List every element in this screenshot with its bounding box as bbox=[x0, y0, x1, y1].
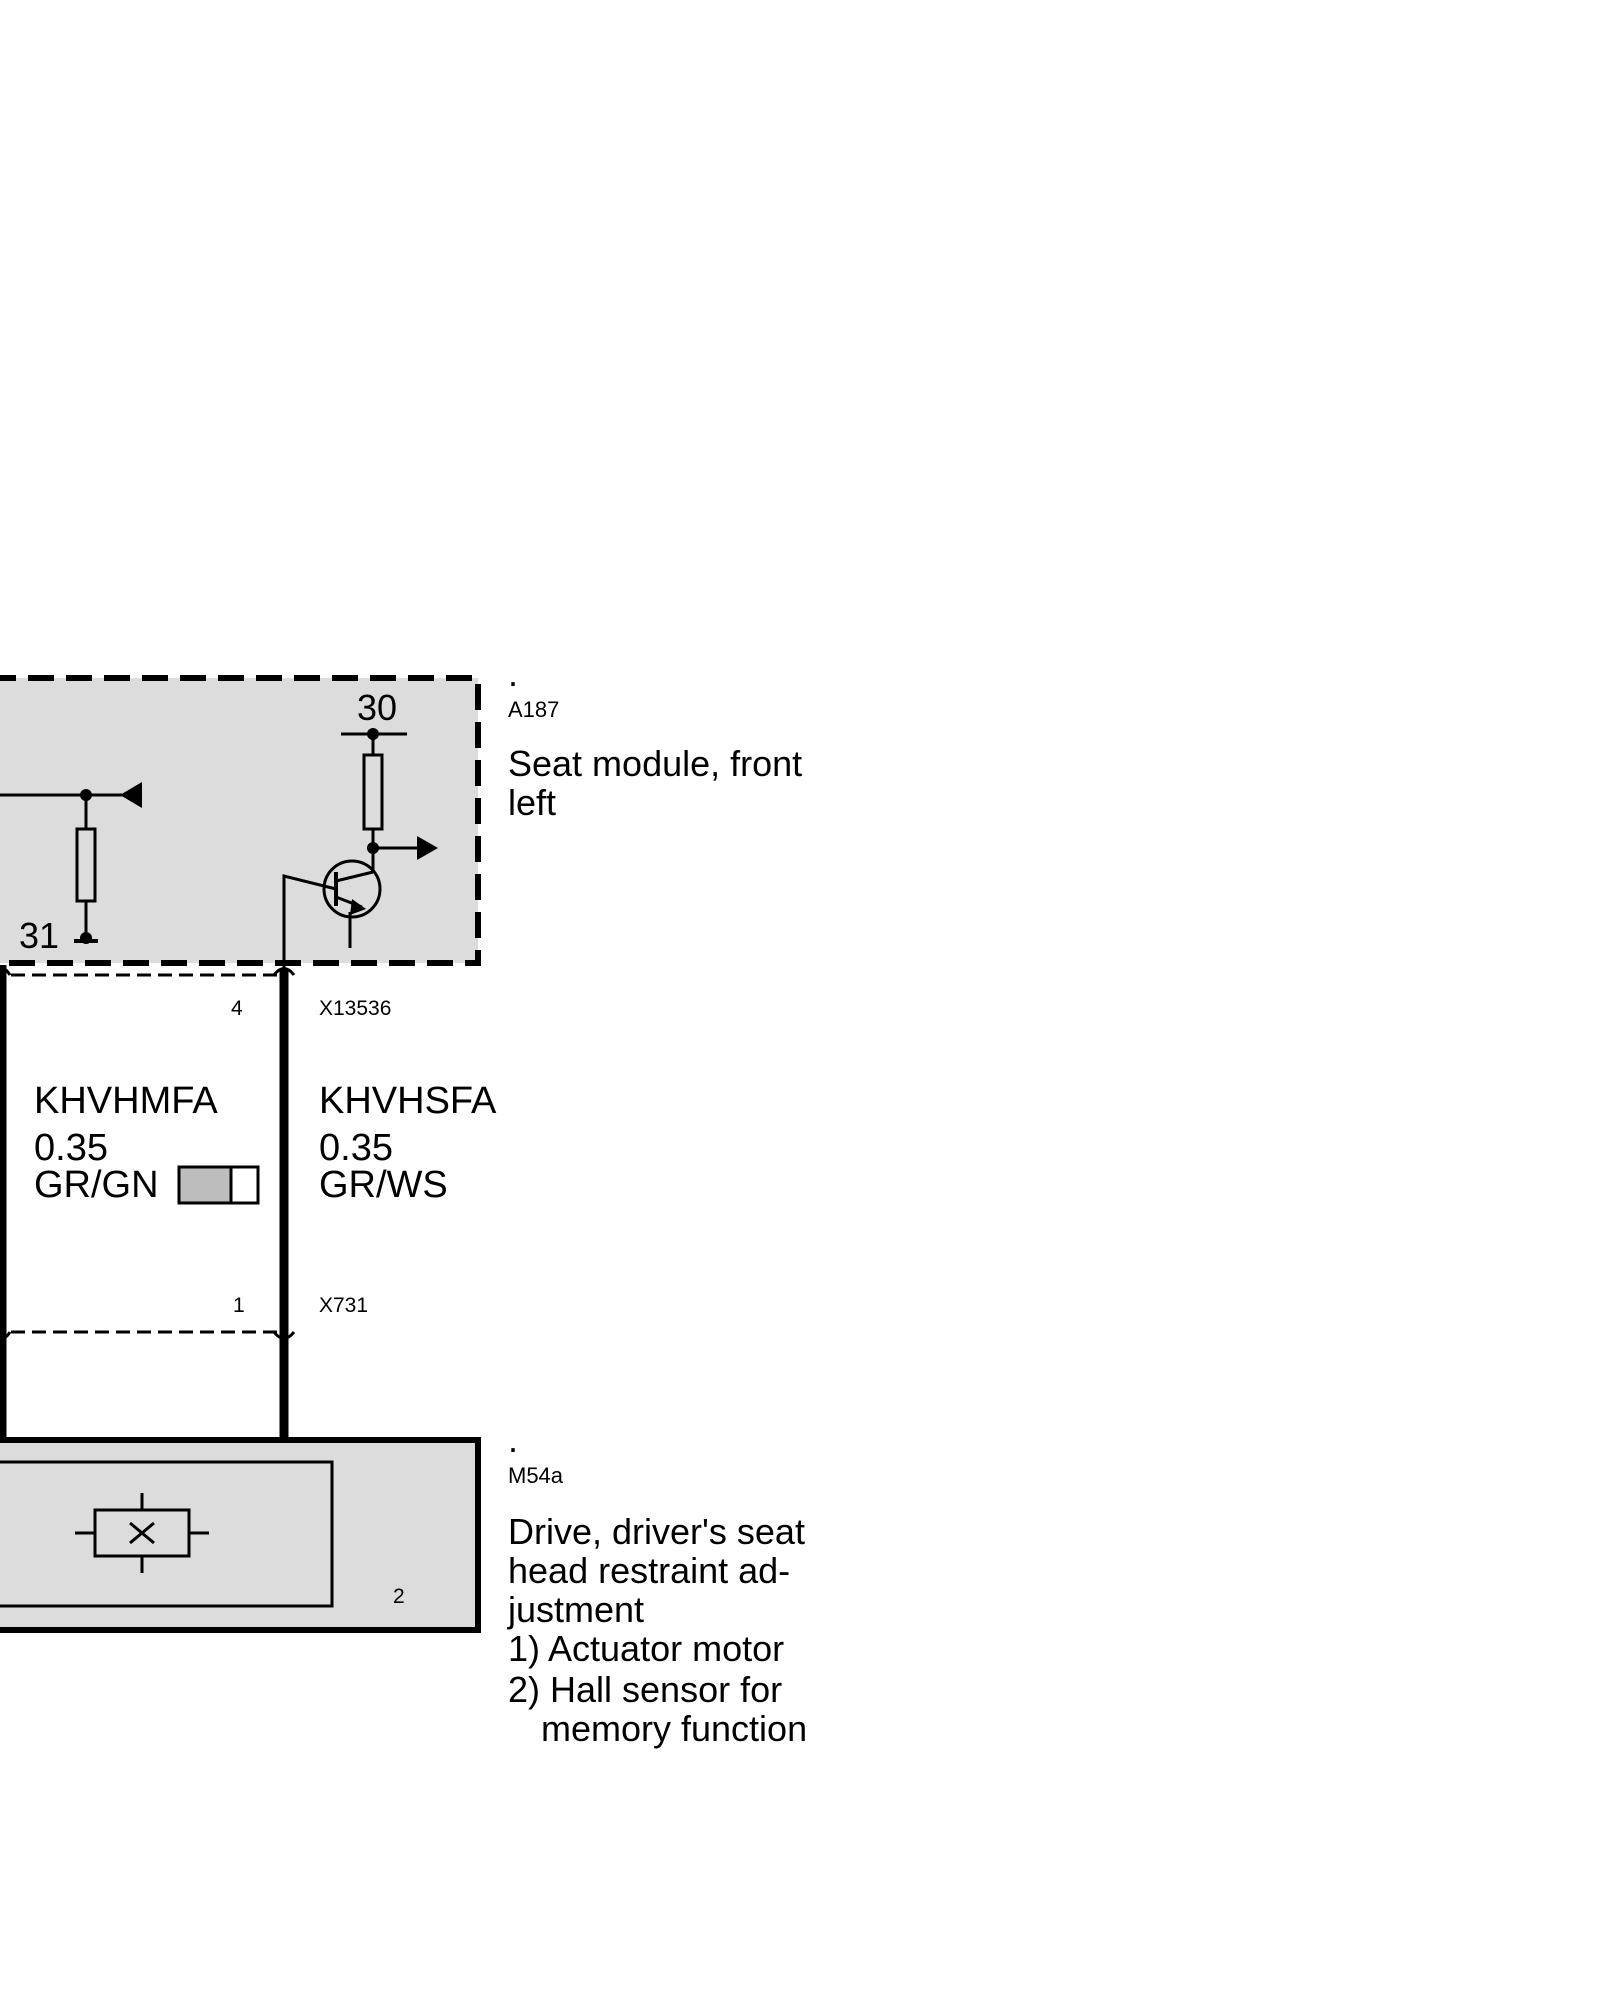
seat-module-desc-line-1: Seat module, front bbox=[508, 743, 803, 784]
transistor-circuit bbox=[282, 732, 420, 970]
drive-desc-line-2: head restraint ad- bbox=[508, 1550, 791, 1591]
drive-item-1: 1) Actuator motor bbox=[508, 1628, 785, 1669]
wire-color-swatch-stripe bbox=[229, 1165, 260, 1205]
terminal-30-label: 30 bbox=[357, 687, 398, 728]
wire-1-size: 0.35 bbox=[34, 1127, 108, 1169]
junction-dot bbox=[80, 789, 92, 801]
drive-inner-label: 2 bbox=[393, 1585, 405, 1608]
seat-module-id: A187 bbox=[508, 697, 560, 722]
seat-module-marker: . bbox=[508, 653, 519, 694]
wire-1-name: KHVHMFA bbox=[34, 1080, 218, 1122]
connector-x731-pin: 1 bbox=[233, 1294, 245, 1317]
drive-desc-line-1: Drive, driver's seat bbox=[508, 1511, 805, 1552]
pulldown-resistor-circuit bbox=[0, 793, 122, 943]
wire-2-size: 0.35 bbox=[319, 1127, 393, 1169]
seat-module-desc-line-2: left bbox=[508, 782, 557, 823]
terminal-30-dot bbox=[367, 728, 379, 740]
wire-2-name: KHVHSFA bbox=[319, 1080, 497, 1122]
connector-pins bbox=[0, 967, 296, 1340]
drive-desc-line-3: justment bbox=[508, 1589, 645, 1630]
drive-inner-box bbox=[0, 1460, 334, 1608]
collector-dot bbox=[367, 842, 379, 854]
connector-x13536-id: X13536 bbox=[319, 997, 392, 1020]
drive-item-2: 2) Hall sensor for bbox=[508, 1669, 783, 1710]
seat-module-box bbox=[0, 675, 481, 966]
drive-id: M54a bbox=[508, 1463, 564, 1488]
wire-2-color: GR/WS bbox=[319, 1164, 448, 1206]
connector-x731-id: X731 bbox=[319, 1294, 369, 1317]
drive-item-2-cont: memory function bbox=[541, 1708, 808, 1749]
signal-arrow-right bbox=[417, 836, 438, 860]
terminal-31-label: 31 bbox=[19, 915, 60, 956]
wire-1-color: GR/GN bbox=[34, 1164, 159, 1206]
drive-marker: . bbox=[508, 1419, 519, 1460]
emitter-arrow bbox=[350, 899, 366, 915]
ground-dot bbox=[80, 932, 92, 944]
drive-box bbox=[0, 1437, 481, 1633]
connector-x13536-pin: 4 bbox=[231, 997, 243, 1020]
wire-color-swatch-main bbox=[177, 1165, 233, 1205]
signal-arrow-left bbox=[120, 782, 142, 808]
actuator-motor-symbol bbox=[75, 1493, 209, 1573]
